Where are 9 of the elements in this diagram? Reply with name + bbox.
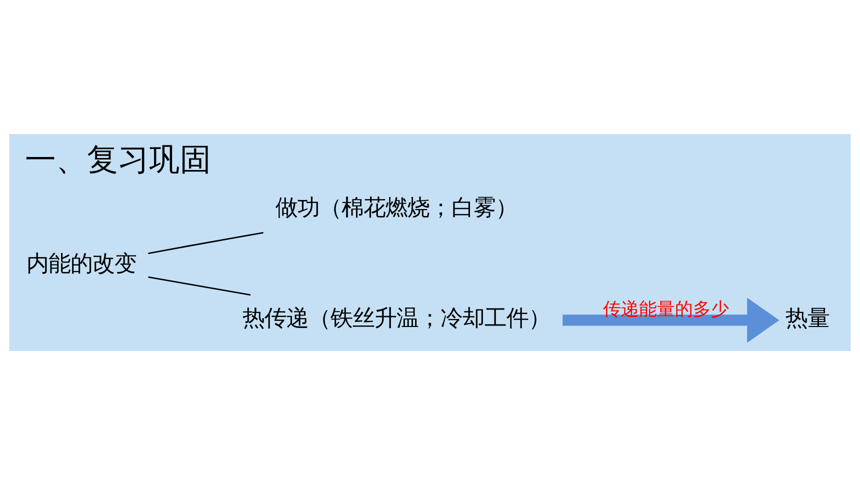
edge-label: 传递能量的多少 [602, 298, 729, 320]
node-text: 做功（棉花燃烧；白雾） [275, 194, 518, 220]
node-text: 热量 [785, 305, 830, 332]
arrow [562, 297, 780, 342]
diagram-title: 一、复习巩固 [24, 141, 211, 178]
node-text: 热传递（铁丝升温；冷却工件） [242, 305, 550, 332]
node-text: 内能的改变 [26, 250, 136, 276]
connector [148, 276, 251, 296]
connector [148, 231, 264, 254]
